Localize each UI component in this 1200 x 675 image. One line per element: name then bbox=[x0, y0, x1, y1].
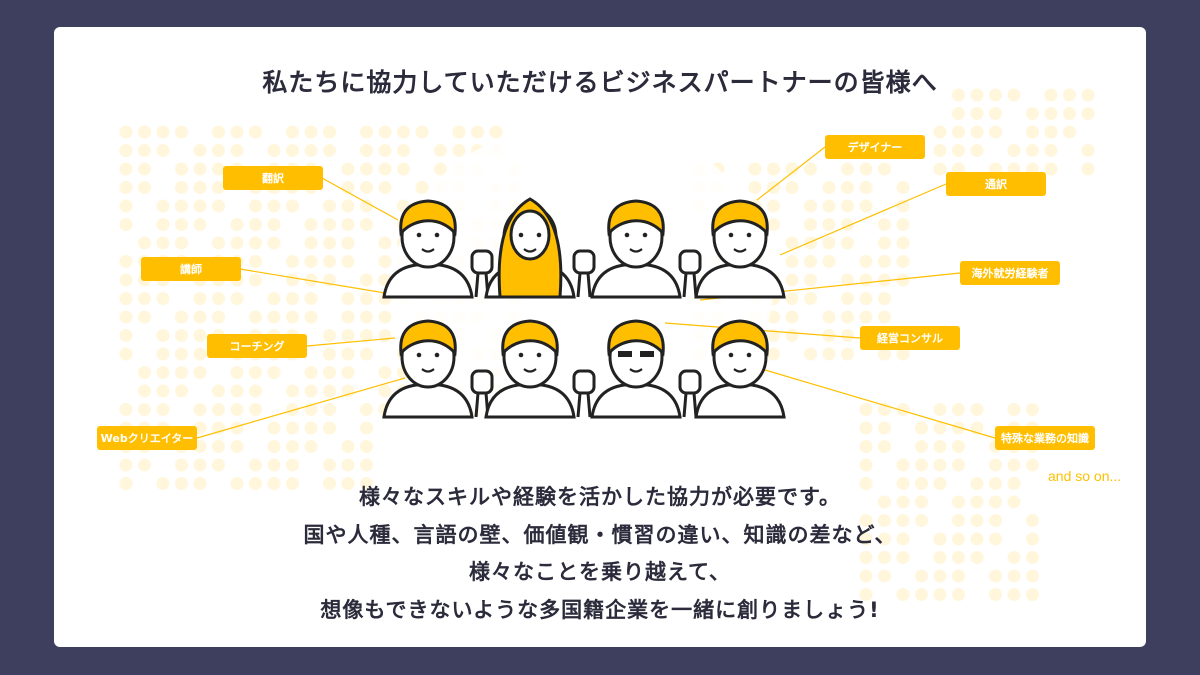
slide-title: 私たちに協力していただけるビジネスパートナーの皆様へ bbox=[262, 68, 938, 97]
raised-fist-icon bbox=[572, 249, 596, 298]
label-designer: デザイナー bbox=[825, 135, 925, 159]
person-icon bbox=[484, 197, 596, 299]
label-coaching: コーチング bbox=[207, 334, 307, 358]
person-icon bbox=[484, 319, 596, 419]
message-line: 国や人種、言語の壁、価値観・慣習の違い、知識の差など、 bbox=[303, 522, 897, 547]
raised-fist-icon bbox=[678, 369, 702, 418]
person-icon bbox=[382, 319, 494, 419]
message-body: 様々なスキルや経験を活かした協力が必要です。 国や人種、言語の壁、価値観・慣習の… bbox=[54, 479, 1146, 629]
person-icon bbox=[694, 199, 786, 299]
slide-card: 私たちに協力していただけるビジネスパートナーの皆様へ 翻訳 講師 コーチング W… bbox=[54, 27, 1146, 647]
raised-fist-icon bbox=[470, 369, 494, 418]
label-overseas-experience: 海外就労経験者 bbox=[960, 261, 1060, 285]
label-management-consultant: 経営コンサル bbox=[860, 326, 960, 350]
person-icon bbox=[590, 199, 702, 299]
message-line: 想像もできないような多国籍企業を一緒に創りましょう! bbox=[320, 597, 880, 622]
world-map-dots bbox=[119, 88, 1095, 601]
message-line: 様々なことを乗り越えて、 bbox=[469, 560, 731, 584]
person-icon bbox=[694, 319, 786, 419]
label-special-knowledge: 特殊な業務の知識 bbox=[995, 426, 1095, 450]
label-web-creator: Webクリエイター bbox=[97, 426, 197, 450]
raised-fist-icon bbox=[678, 249, 702, 298]
label-lecturer: 講師 bbox=[141, 257, 241, 281]
message-line: 様々なスキルや経験を活かした協力が必要です。 bbox=[359, 485, 841, 509]
label-interpreter: 通訳 bbox=[946, 172, 1046, 196]
person-icon bbox=[590, 319, 702, 419]
raised-fist-icon bbox=[572, 369, 596, 418]
person-icon bbox=[382, 199, 494, 299]
label-translation: 翻訳 bbox=[223, 166, 323, 190]
and-so-on-text: and so on... bbox=[1048, 468, 1122, 484]
